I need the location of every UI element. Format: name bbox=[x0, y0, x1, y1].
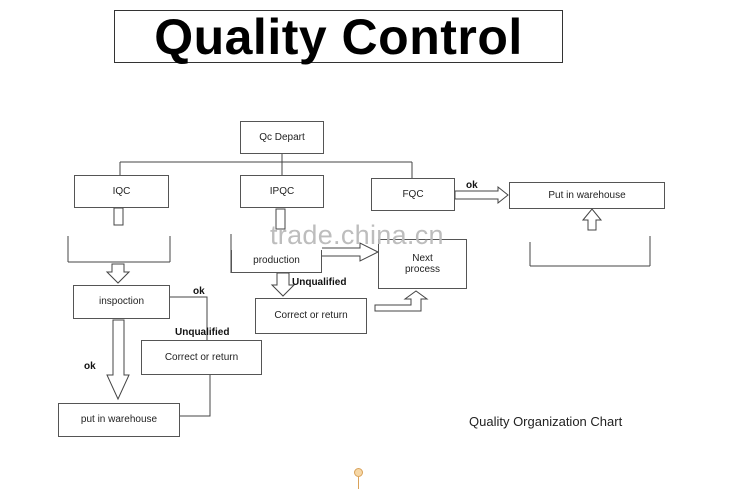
arrow-fqc-to-warehouse bbox=[454, 185, 509, 205]
fqc-box: FQC bbox=[371, 178, 455, 211]
correct-or-return-ipqc-box: Correct or return bbox=[255, 298, 367, 334]
iqc-box: IQC bbox=[74, 175, 169, 208]
ipqc-box: IPQC bbox=[240, 175, 324, 208]
ipqc-label: IPQC bbox=[269, 185, 295, 197]
page-title: Quality Control bbox=[154, 8, 523, 65]
pin-stem bbox=[358, 477, 359, 489]
correct-or-return-iqc-label: Correct or return bbox=[164, 351, 239, 363]
ok-left-label: ok bbox=[84, 361, 96, 372]
arrow-up-to-warehouse bbox=[581, 208, 603, 231]
ipqc-down-stem bbox=[275, 208, 286, 230]
inspection-label: inspoction bbox=[98, 296, 145, 308]
ok-iqc-label: ok bbox=[193, 286, 205, 297]
arrow-down-to-correct-ipqc bbox=[270, 272, 296, 297]
inspection-box: inspoction bbox=[73, 285, 170, 319]
correct-or-return-iqc-box: Correct or return bbox=[141, 340, 262, 375]
production-label: production bbox=[253, 255, 300, 267]
title-box: Quality Control bbox=[114, 10, 563, 63]
ok-fqc-label: ok bbox=[466, 180, 478, 191]
arrow-down-to-warehouse bbox=[106, 319, 130, 401]
qc-depart-label: Qc Depart bbox=[259, 131, 305, 143]
arrow-correct-to-next bbox=[374, 290, 429, 312]
put-in-warehouse-top-box: Put in warehouse bbox=[509, 182, 665, 209]
unqualified-iqc-label: Unqualified bbox=[175, 327, 230, 338]
put-in-warehouse-bottom-box: put in warehouse bbox=[58, 403, 180, 437]
next-process-label: Next process bbox=[404, 252, 440, 276]
iqc-stem bbox=[113, 207, 124, 226]
qc-depart-box: Qc Depart bbox=[240, 121, 324, 154]
watermark: trade.china.cn bbox=[270, 220, 444, 250]
put-in-warehouse-top-label: Put in warehouse bbox=[548, 189, 626, 201]
correct-return-to-warehouse bbox=[180, 375, 211, 417]
inspection-ok-path bbox=[170, 296, 208, 340]
fqc-label: FQC bbox=[402, 188, 424, 200]
pin-icon bbox=[354, 468, 363, 477]
production-box: production bbox=[231, 250, 322, 273]
put-in-warehouse-bottom-label: put in warehouse bbox=[80, 414, 158, 426]
unqualified-ipqc-label: Unqualified bbox=[292, 277, 347, 288]
next-process-box: Next process bbox=[378, 239, 467, 289]
iqc-label: IQC bbox=[112, 185, 131, 197]
chart-caption: Quality Organization Chart bbox=[469, 414, 623, 429]
arrow-down-to-inspection bbox=[105, 263, 131, 284]
correct-or-return-ipqc-label: Correct or return bbox=[274, 310, 348, 322]
